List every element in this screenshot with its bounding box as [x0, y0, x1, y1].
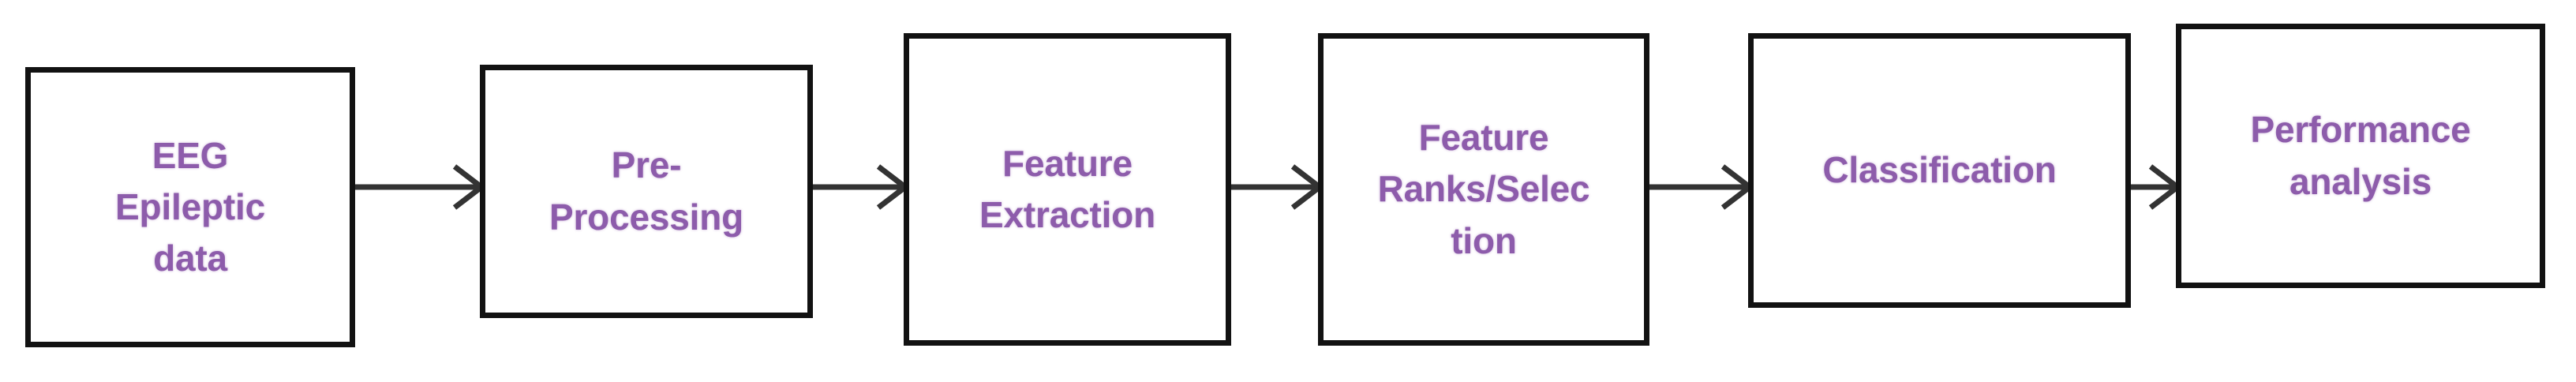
connector-arrow-5 [2131, 163, 2177, 211]
process-box-eeg-epileptic-data[interactable]: EEG Epileptic data [25, 67, 355, 347]
process-box-label-line: Epileptic [115, 185, 265, 227]
process-box-pre-processing[interactable]: Pre- Processing [480, 65, 813, 318]
arrowhead-icon [1293, 167, 1320, 208]
arrowhead-icon [1723, 167, 1750, 208]
connector-arrow-2 [813, 163, 905, 211]
process-box-label-line: Extraction [979, 194, 1155, 235]
process-box-classification[interactable]: Classification [1748, 33, 2131, 308]
process-box-label-line: Feature [1002, 142, 1133, 184]
process-box-label-line: Processing [549, 196, 743, 238]
process-box-label-line: analysis [2290, 160, 2432, 202]
process-box-label-line: Feature [1418, 117, 1549, 159]
process-box-label-line: tion [1451, 219, 1517, 261]
arrowhead-icon [455, 167, 481, 208]
arrowhead-icon [2151, 167, 2177, 208]
process-box-performance-analysis[interactable]: Performance analysis [2176, 24, 2545, 288]
process-box-label-line: EEG [152, 134, 229, 176]
process-box-label-line: Ranks/Selec [1377, 168, 1590, 210]
process-box-label-line: Classification [1822, 149, 2057, 191]
connector-arrow-3 [1231, 163, 1320, 211]
process-box-label-line: Pre- [611, 144, 682, 186]
process-box-label-line: Performance [2250, 109, 2471, 151]
process-box-label-line: data [153, 238, 227, 279]
connector-arrow-1 [355, 163, 481, 211]
connector-arrow-4 [1649, 163, 1750, 211]
arrowhead-icon [878, 167, 905, 208]
